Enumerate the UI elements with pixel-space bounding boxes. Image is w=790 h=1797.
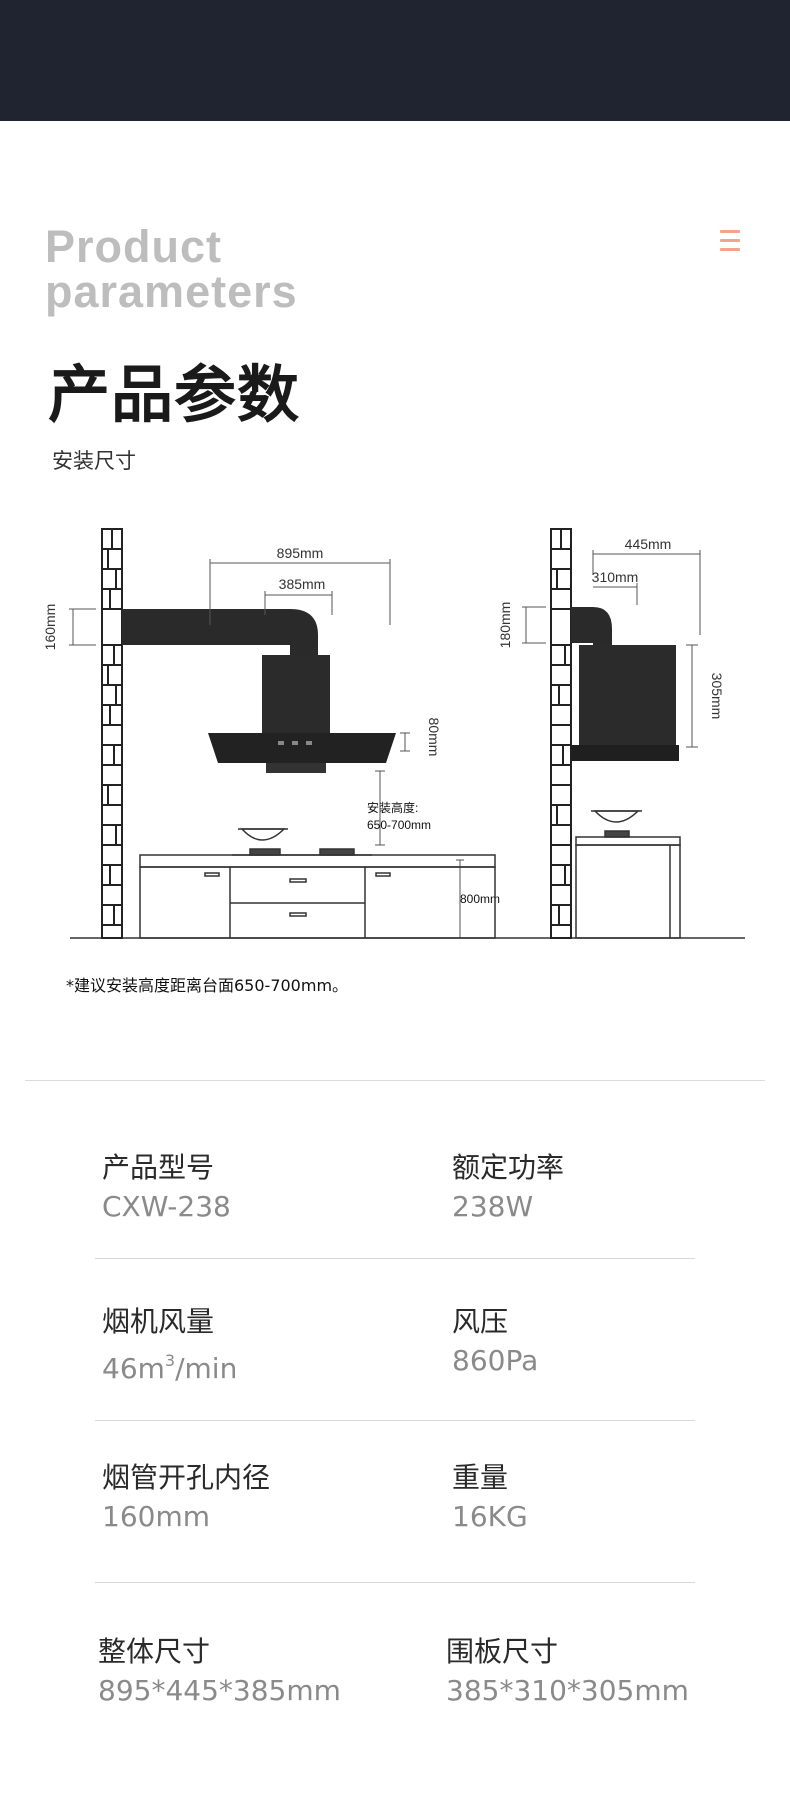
spec-value: 46m3/min (102, 1351, 238, 1385)
spec-panel-size: 围板尺寸 385*310*305mm (446, 1634, 689, 1710)
spec-label: 重量 (452, 1461, 509, 1494)
dim-left-duct-height: 160mm (42, 604, 58, 651)
spec-value: 160mm (102, 1500, 210, 1533)
spec-weight: 重量 16KG (452, 1460, 528, 1536)
english-title-line2: parameters (45, 266, 298, 317)
spec-label: 产品型号 (102, 1151, 215, 1184)
row-divider (95, 1420, 695, 1421)
dim-width-total: 895mm (277, 545, 324, 561)
spec-model: 产品型号 CXW-238 (102, 1150, 231, 1226)
install-footnote: *建议安装高度距离台面650-700mm。 (66, 976, 349, 995)
section-subtitle: 安装尺寸 (52, 449, 136, 473)
left-range-hood (208, 655, 396, 773)
dim-depth-total: 445mm (625, 536, 672, 552)
spec-label: 风压 (452, 1305, 509, 1338)
spec-value: CXW-238 (102, 1190, 231, 1223)
right-brick-wall (550, 528, 572, 939)
right-range-hood (571, 607, 679, 761)
spec-label: 围板尺寸 (446, 1635, 559, 1668)
spec-value: 860Pa (452, 1344, 539, 1377)
spec-value: 385*310*305mm (446, 1674, 689, 1707)
spec-duct-diameter: 烟管开孔内径 160mm (102, 1460, 270, 1536)
spec-value: 895*445*385mm (98, 1674, 341, 1707)
dim-hood-depth: 80mm (426, 718, 442, 757)
dim-width-hood: 385mm (279, 576, 326, 592)
spec-air-pressure: 风压 860Pa (452, 1304, 538, 1380)
spec-label: 额定功率 (452, 1151, 565, 1184)
left-stove (232, 828, 372, 856)
install-height-label: 安装高度: (367, 800, 418, 815)
dim-panel-height: 305mm (709, 673, 725, 720)
spec-label: 烟机风量 (102, 1305, 215, 1338)
dim-cabinet-height: 800mm (460, 892, 500, 906)
spec-overall-size: 整体尺寸 895*445*385mm (98, 1634, 341, 1710)
spec-label: 烟管开孔内径 (102, 1461, 271, 1494)
english-title-line1: Product (45, 221, 223, 272)
dim-depth-hood: 310mm (592, 569, 639, 585)
left-cabinet (139, 854, 496, 939)
right-counter (575, 810, 681, 939)
menu-icon[interactable] (720, 230, 740, 257)
spec-rated-power: 额定功率 238W (452, 1150, 564, 1226)
install-height-value: 650-700mm (367, 818, 431, 832)
dim-right-duct-height: 180mm (497, 602, 513, 649)
spec-value: 16KG (452, 1500, 528, 1533)
row-divider (95, 1258, 695, 1259)
english-title: Product parameters (45, 224, 298, 314)
installation-diagram: 895mm 385mm 160mm 80mm 安装高度: 650-700mm 8… (42, 528, 745, 939)
spec-value: 238W (452, 1190, 534, 1223)
left-brick-wall (101, 528, 123, 939)
page-title: 产品参数 (48, 358, 301, 431)
spec-label: 整体尺寸 (98, 1635, 211, 1668)
spec-airflow: 烟机风量 46m3/min (102, 1304, 237, 1388)
row-divider (95, 1582, 695, 1583)
top-bar (0, 0, 790, 121)
section-divider (25, 1080, 765, 1081)
